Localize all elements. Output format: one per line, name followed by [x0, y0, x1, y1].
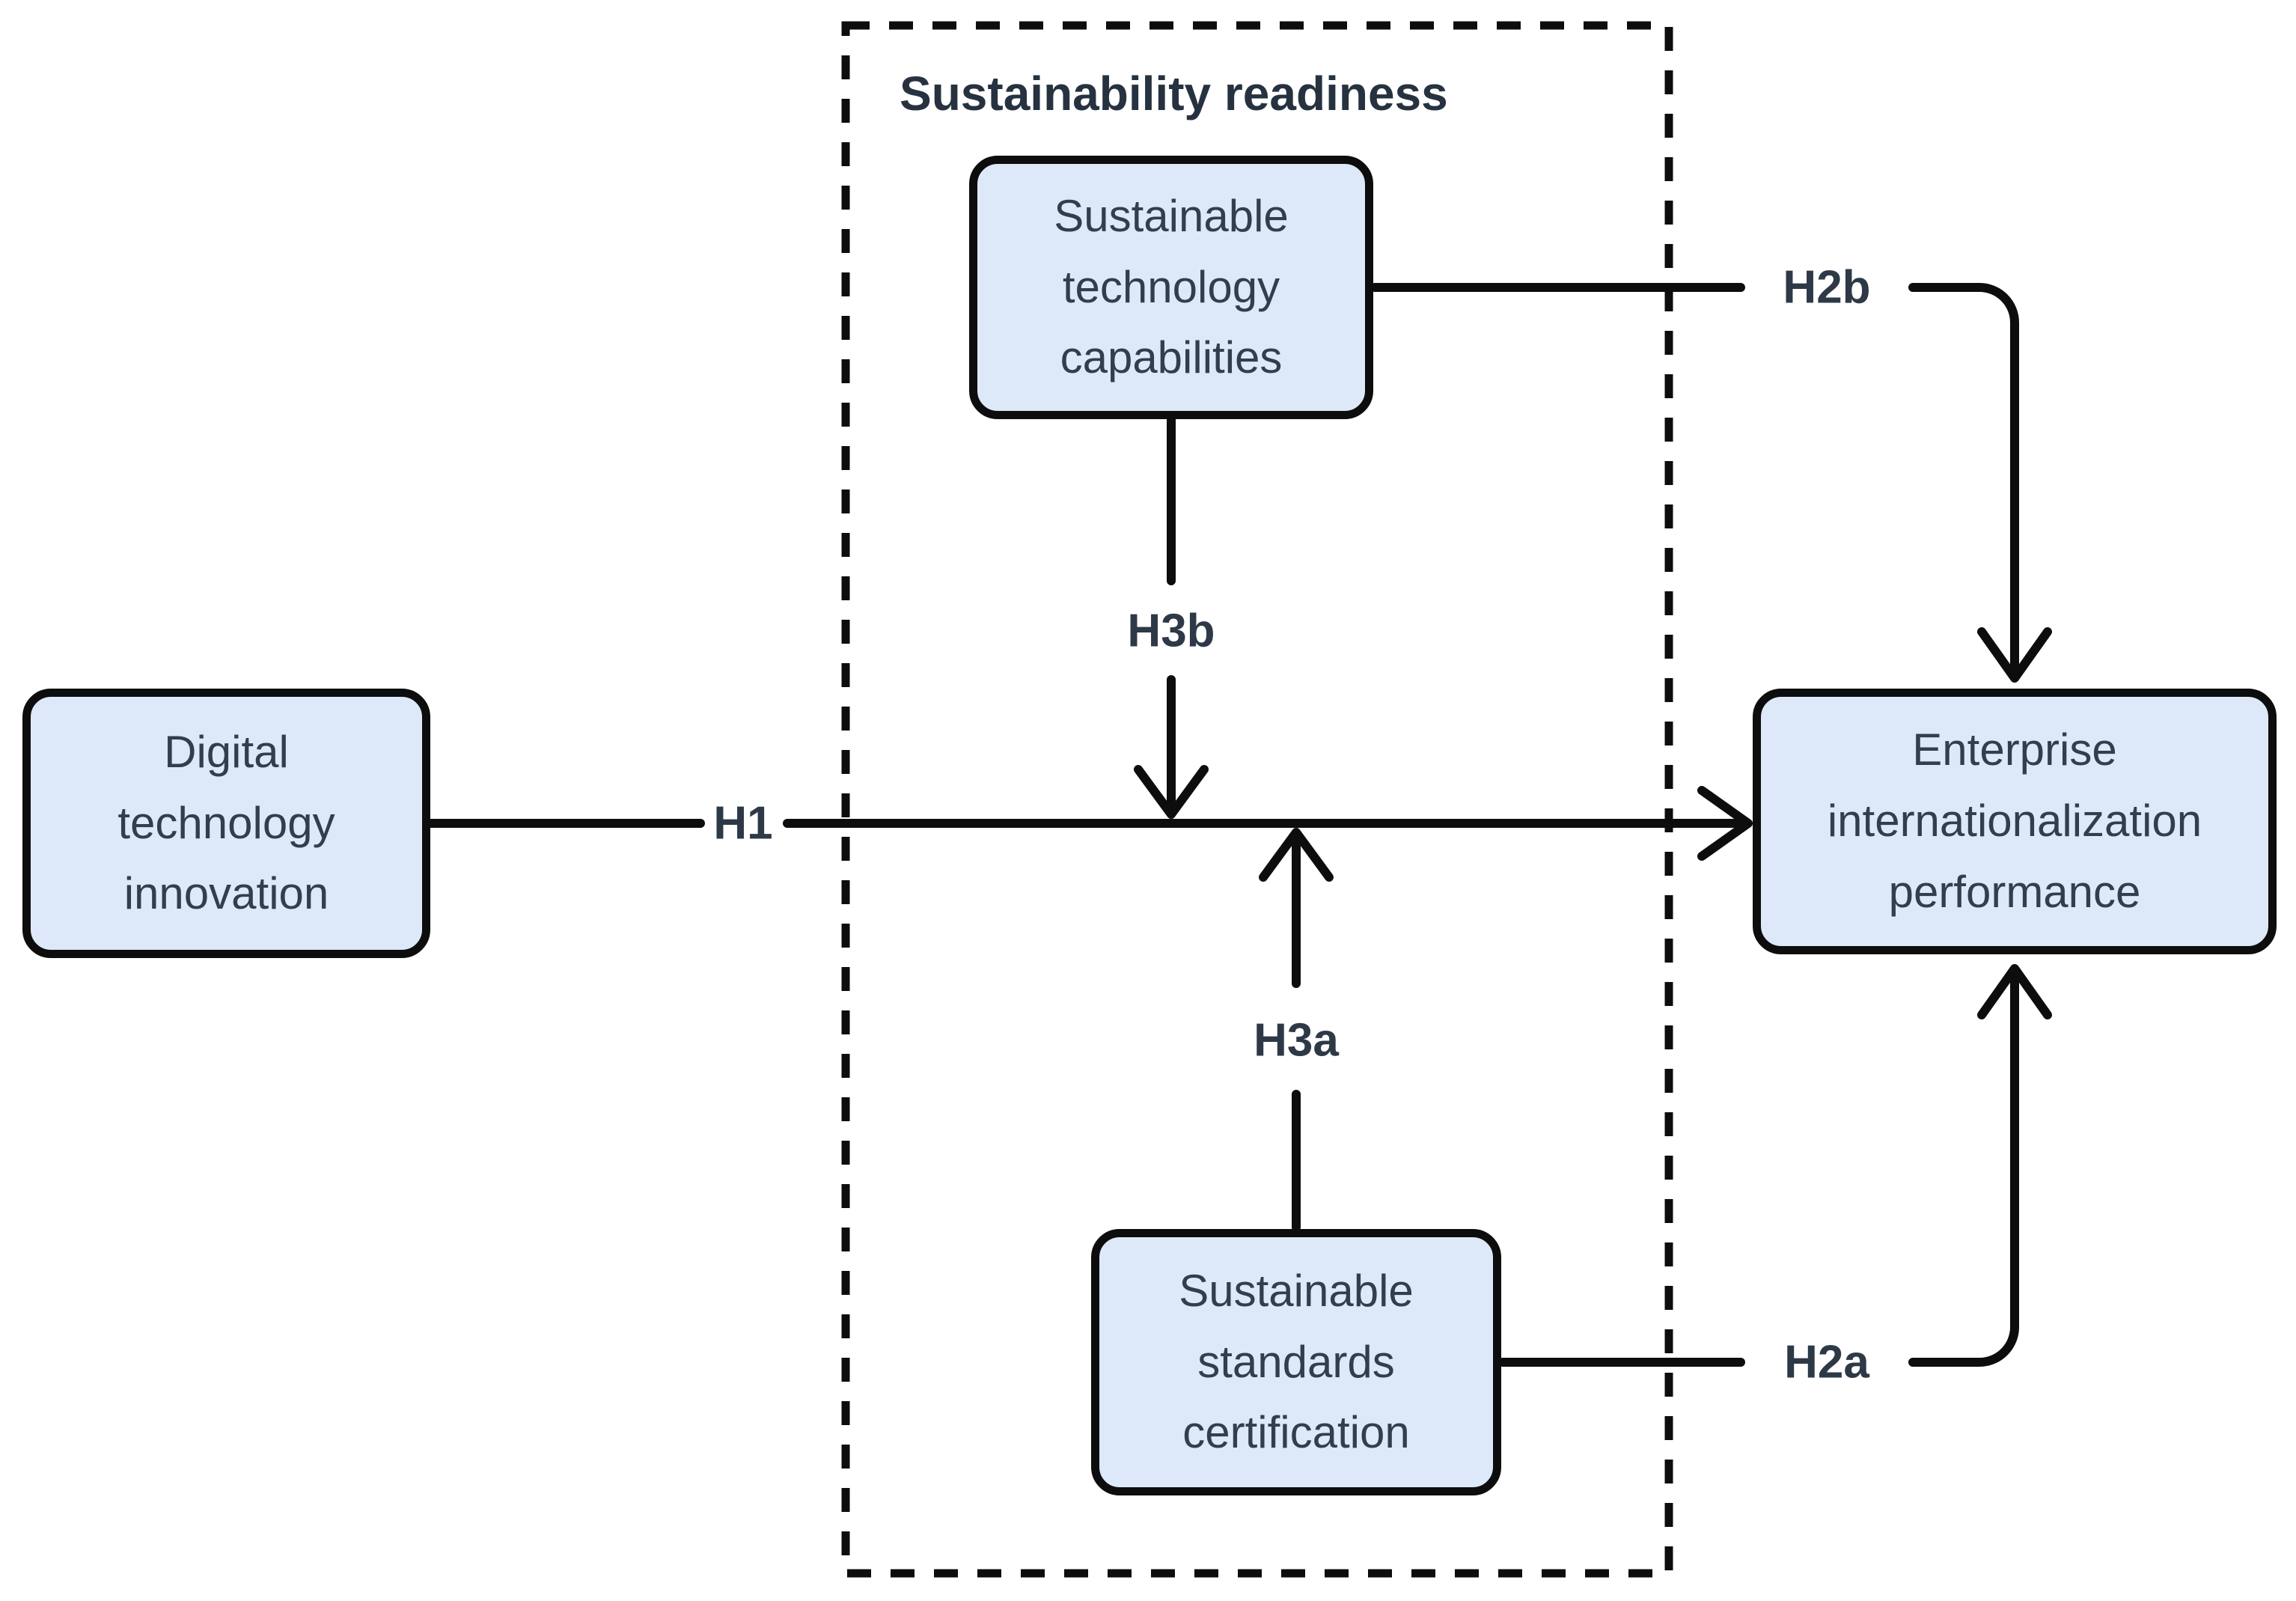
sustainability-readiness-group-title: Sustainability readiness: [900, 67, 1448, 121]
h3a-hypothesis-label: H3a: [1254, 1014, 1339, 1067]
node-enterprise-internationalization-performance-label: Enterprise internationalization performa…: [1827, 725, 2202, 917]
h2a-hypothesis-label: H2a: [1784, 1336, 1869, 1388]
h1-hypothesis-label: H1: [713, 797, 773, 850]
h3b-hypothesis-label: H3b: [1127, 605, 1215, 657]
node-enterprise-internationalization-performance: Enterprise internationalization performa…: [1753, 689, 2277, 954]
node-sustainable-standards-certification: Sustainable standards certification: [1091, 1229, 1501, 1495]
h2b-hypothesis-label: H2b: [1783, 261, 1871, 314]
node-sustainable-technology-capabilities-label: Sustainable technology capabilities: [1054, 190, 1289, 383]
node-digital-technology-innovation: Digital technology innovation: [22, 689, 430, 958]
h2a-arrow-segment-right: [1908, 974, 2019, 1367]
h2b-arrowhead: [1977, 627, 2052, 683]
node-sustainable-technology-capabilities: Sustainable technology capabilities: [969, 156, 1373, 419]
h3a-arrowhead: [1259, 828, 1334, 882]
h2b-arrow-segment-right: [1908, 283, 2019, 673]
h3b-arrowhead: [1134, 765, 1209, 819]
h1-arrowhead: [1697, 786, 1753, 861]
node-sustainable-standards-certification-label: Sustainable standards certification: [1179, 1265, 1414, 1458]
h2a-arrowhead: [1977, 964, 2052, 1019]
node-digital-technology-innovation-label: Digital technology innovation: [117, 726, 335, 919]
sustainability-readiness-group-border: [841, 21, 1673, 1578]
